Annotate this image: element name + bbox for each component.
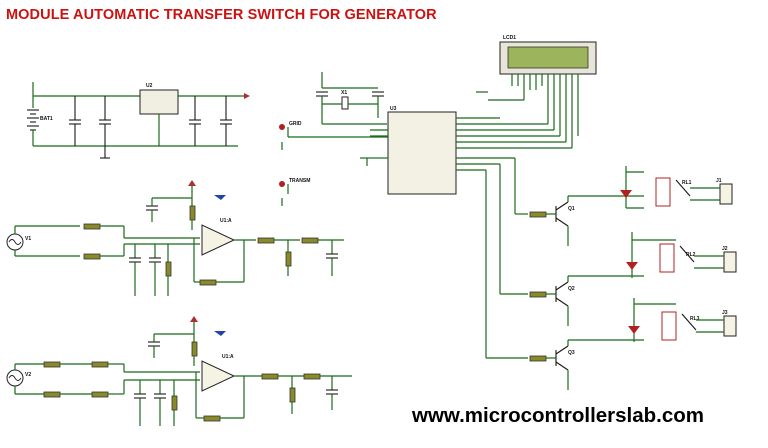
relay-3-label: RL3 bbox=[690, 316, 700, 322]
battery-label: BAT1 bbox=[40, 116, 53, 122]
website-url: www.microcontrollerslab.com bbox=[412, 404, 705, 427]
relay-1-label: RL1 bbox=[682, 180, 692, 186]
mcu-label: U3 bbox=[390, 106, 397, 112]
crystal-oscillator: X1 bbox=[316, 72, 387, 125]
opamp-1-icon bbox=[201, 224, 236, 256]
input-switches: GRID TRANSM bbox=[279, 121, 388, 206]
relay-drivers: Q1 Q2 Q3 bbox=[529, 195, 644, 390]
opamp-1-label: U1:A bbox=[220, 218, 232, 224]
crystal-label: X1 bbox=[341, 90, 347, 96]
relay-outputs: RL1 J1 RL2 J2 RL3 J3 bbox=[620, 166, 737, 342]
schematic-title: MODULE AUTOMATIC TRANSFER SWITCH FOR GEN… bbox=[6, 7, 437, 23]
regulator-label: U2 bbox=[146, 83, 153, 89]
power-supply-section: BAT1 U2 bbox=[27, 82, 250, 159]
transistor-3-label: Q3 bbox=[568, 350, 575, 356]
opamp-2-label: U1:A bbox=[222, 354, 234, 360]
microcontroller: U3 bbox=[360, 96, 573, 359]
opamp-stage-1: V1 U1:A bbox=[6, 180, 344, 296]
relay-2-label: RL2 bbox=[686, 252, 696, 258]
vcc-arrow-icon bbox=[244, 93, 250, 99]
transistor-1-label: Q1 bbox=[568, 206, 575, 212]
lcd-label: LCD1 bbox=[503, 35, 516, 41]
transistor-2-label: Q2 bbox=[568, 286, 575, 292]
gen-switch-label: TRANSM bbox=[289, 178, 310, 184]
opamp-2-icon bbox=[201, 360, 236, 392]
source-2-label: V2 bbox=[25, 372, 31, 378]
lcd-display: LCD1 bbox=[476, 35, 597, 136]
source-1-label: V1 bbox=[25, 236, 31, 242]
connector-2-label: J2 bbox=[722, 246, 728, 252]
opamp-stage-2: V2 U1:A bbox=[6, 316, 352, 426]
connector-1-label: J1 bbox=[716, 178, 722, 184]
connector-3-label: J3 bbox=[722, 310, 728, 316]
voltage-regulator bbox=[139, 89, 179, 115]
grid-switch-label: GRID bbox=[289, 121, 302, 127]
battery-symbol bbox=[27, 109, 39, 131]
